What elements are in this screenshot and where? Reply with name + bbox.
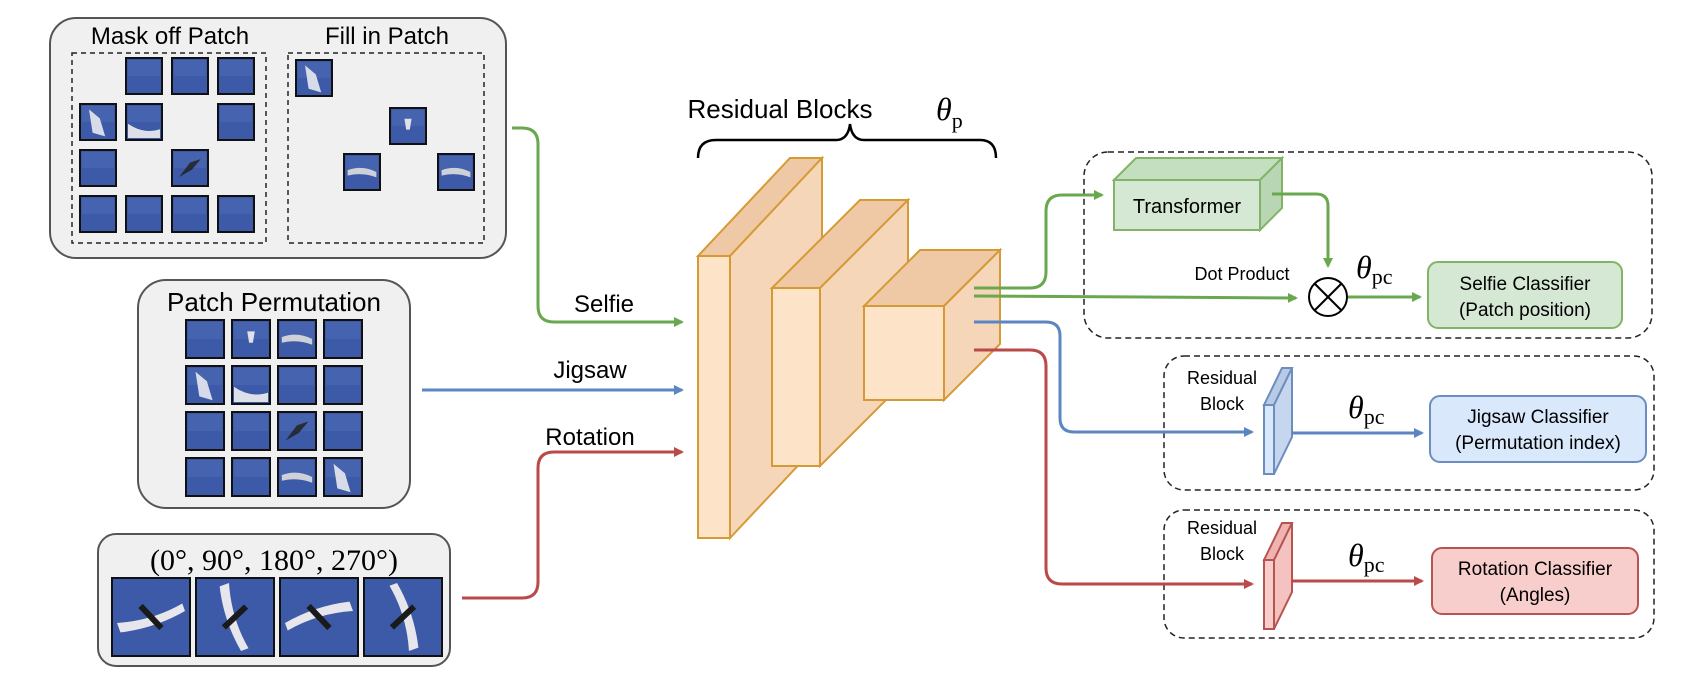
image-patch [171, 195, 209, 233]
dot-product-operator [1308, 277, 1348, 317]
rotation-panel: (0°, 90°, 180°, 270°) [97, 533, 451, 667]
transformer-label: Transformer [1133, 196, 1242, 218]
to-rotation-head-arrow [974, 348, 1254, 589]
rotation-head: Residual Block θpc Rotation Classifier (… [974, 348, 1655, 639]
image-patch [277, 319, 317, 359]
image-patch [217, 195, 255, 233]
image-patch [217, 57, 255, 95]
residual-blocks: Residual Blocks θp [688, 91, 1003, 541]
image-patch [79, 149, 117, 187]
rotated-image-patch [279, 577, 359, 657]
transformer-to-dot-arrow [1272, 192, 1333, 268]
rotation-residual-label-2: Block [1200, 544, 1245, 564]
image-patch [125, 103, 163, 141]
rotation-classifier-title: Rotation Classifier [1458, 559, 1613, 580]
rotated-image-patch [111, 577, 191, 657]
image-patch [323, 319, 363, 359]
image-patch [231, 457, 271, 497]
jigsaw-residual-block [1262, 367, 1294, 475]
jigsaw-head-dashed-box [1163, 355, 1655, 491]
mask-dashed-box [71, 52, 267, 244]
jigsaw-head: Residual Block θpc Jigsaw Classifier (Pe… [974, 320, 1655, 491]
rotation-angles-title: (0°, 90°, 180°, 270°) [150, 544, 398, 577]
rotation-head-dashed-box [1163, 509, 1655, 639]
selfie-classifier-subtitle: (Patch position) [1459, 300, 1591, 321]
fill-dashed-box [287, 52, 485, 244]
image-patch [231, 319, 271, 359]
rotation-label: Rotation [545, 424, 634, 451]
image-patch [323, 365, 363, 405]
rotation-patch-row [111, 577, 443, 657]
rotation-residual-block [1262, 522, 1294, 630]
rotation-classifier-box [1431, 547, 1639, 615]
selfie-head-dashed-box [1083, 151, 1653, 339]
fill-title: Fill in Patch [325, 23, 449, 50]
image-patch [437, 153, 475, 191]
residual-blocks-brace [696, 123, 998, 159]
permutation-panel: Patch Permutation [137, 279, 411, 509]
image-patch [343, 153, 381, 191]
image-patch [185, 365, 225, 405]
rotation-theta-pc: θpc [1348, 537, 1385, 577]
dot-product-label: Dot Product [1194, 264, 1289, 284]
rotation-input-arrow [462, 447, 684, 600]
selfie-input-arrow [512, 126, 684, 327]
image-patch [389, 107, 427, 145]
permutation-patch-grid [185, 319, 363, 497]
to-jigsaw-head-arrow [974, 320, 1254, 437]
rotated-image-patch [363, 577, 443, 657]
image-patch [171, 57, 209, 95]
image-patch [217, 103, 255, 141]
theta-p-label: θp [936, 91, 963, 133]
selfie-classifier-box [1427, 261, 1623, 329]
jigsaw-classifier-title: Jigsaw Classifier [1467, 407, 1609, 428]
rotation-residual-label-1: Residual [1187, 518, 1257, 538]
jigsaw-theta-pc: θpc [1348, 389, 1385, 429]
selfie-classifier-title: Selfie Classifier [1460, 274, 1592, 295]
selfie-label: Selfie [574, 291, 634, 318]
image-patch [277, 411, 317, 451]
jigsaw-residual-label-2: Block [1200, 394, 1245, 414]
image-patch [323, 411, 363, 451]
fill-patch-grid [295, 59, 475, 191]
image-patch [277, 365, 317, 405]
selfie-theta-pc: θpc [1356, 249, 1393, 289]
image-patch [295, 59, 333, 97]
image-patch [125, 57, 163, 95]
image-patch [79, 103, 117, 141]
image-patch [185, 457, 225, 497]
image-patch [79, 195, 117, 233]
mask-title: Mask off Patch [91, 23, 249, 50]
image-patch [277, 457, 317, 497]
image-patch [185, 411, 225, 451]
to-transformer-arrow [974, 190, 1104, 290]
to-dot-product-arrow [973, 292, 1298, 303]
jigsaw-classifier-subtitle: (Permutation index) [1455, 433, 1621, 454]
rotated-image-patch [195, 577, 275, 657]
permutation-title: Patch Permutation [167, 287, 381, 317]
image-patch [185, 319, 225, 359]
rotation-classifier-subtitle: (Angles) [1500, 585, 1571, 606]
transformer-block: Transformer [1111, 155, 1285, 233]
jigsaw-classifier-box [1429, 395, 1647, 463]
image-patch [171, 149, 209, 187]
image-patch [125, 195, 163, 233]
jigsaw-label: Jigsaw [553, 357, 627, 384]
image-patch [231, 411, 271, 451]
jigsaw-residual-label-1: Residual [1187, 368, 1257, 388]
image-patch [231, 365, 271, 405]
mask-fill-panel: Mask off Patch Fill in Patch [49, 17, 507, 259]
residual-blocks-label: Residual Blocks [688, 94, 873, 124]
mask-patch-grid [79, 57, 255, 233]
image-patch [323, 457, 363, 497]
selfie-head: Transformer Dot Product θpc Selfie Class… [973, 151, 1653, 339]
